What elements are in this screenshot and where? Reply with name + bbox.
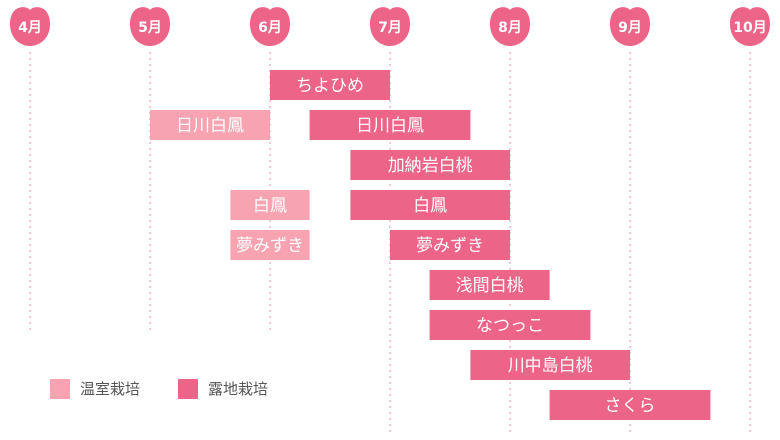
month-label: 5月 [138,20,162,36]
month-badge: 10月 [730,7,770,46]
month-badge: 6月 [250,7,290,46]
harvest-bar-rect [230,190,310,220]
legend-swatch-greenhouse [50,378,70,399]
month-badge: 5月 [130,7,170,46]
legend: 温室栽培 露地栽培 [50,378,268,399]
legend-label-greenhouse: 温室栽培 [80,380,141,398]
harvest-bar-rect [390,230,510,260]
month-badges: 4月 5月 6月 7月 8月 9月 10月 [10,7,770,46]
harvest-bar-field: さくら [549,390,711,420]
harvest-bar-rect [549,390,711,420]
harvest-bar-field: 川中島白桃 [470,350,630,380]
harvest-bar-greenhouse: 白鳳 [230,190,310,220]
harvest-bar-field: なつっこ [429,310,591,340]
harvest-bar-rect [230,230,310,260]
harvest-bar-label: 夢みずき [236,236,304,256]
harvest-bar-greenhouse: 夢みずき [230,230,310,260]
month-label: 9月 [618,20,642,36]
harvest-bar-rect [270,70,390,100]
legend-item-greenhouse: 温室栽培 [50,378,140,399]
peach-badge-shape [730,7,770,46]
month-badge: 8月 [490,7,530,46]
harvest-bar-label: 川中島白桃 [508,356,593,376]
month-label: 4月 [18,20,42,36]
harvest-bar-label: ちよひめ [296,76,364,96]
peach-badge-shape [370,7,410,46]
month-label: 6月 [258,20,282,36]
legend-swatch-field [178,378,199,399]
legend-label-field: 露地栽培 [208,380,269,398]
peach-badge-shape [490,7,530,46]
harvest-bar-field: 夢みずき [390,230,510,260]
month-badge: 4月 [10,7,50,46]
month-label: 8月 [498,20,522,36]
harvest-bar-field: 日川白鳳 [309,110,471,140]
month-label: 7月 [378,20,402,36]
harvest-bar-label: 白鳳 [253,196,287,216]
harvest-bar-label: 加納岩白桃 [388,156,473,176]
month-badge: 7月 [370,7,410,46]
legend-item-field: 露地栽培 [178,378,268,399]
harvest-bar-label: 白鳳 [413,196,447,216]
harvest-bar-rect [150,110,270,140]
harvest-bar-label: 日川白鳳 [176,116,244,136]
harvest-bar-field: ちよひめ [270,70,390,100]
harvest-bar-rect [470,350,630,380]
harvest-bar-field: 加納岩白桃 [350,150,510,180]
harvest-bar-label: なつっこ [476,316,544,336]
harvest-bar-greenhouse: 日川白鳳 [150,110,270,140]
peach-badge-shape [250,7,290,46]
harvest-bar-rect [309,110,471,140]
peach-badge-shape [130,7,170,46]
harvest-bar-field: 浅間白桃 [429,270,550,300]
harvest-bar-label: 日川白鳳 [356,116,424,136]
peach-badge-shape [610,7,650,46]
peach-badge-shape [10,7,50,46]
harvest-bar-label: 浅間白桃 [456,276,524,296]
month-badge: 9月 [610,7,650,46]
harvest-bar-label: 夢みずき [416,236,484,256]
harvest-bar-rect [429,270,550,300]
month-label: 10月 [733,20,766,36]
harvest-bar-rect [350,150,510,180]
harvest-bar-rect [350,190,510,220]
harvest-bar-rect [429,310,591,340]
harvest-bar-field: 白鳳 [350,190,510,220]
harvest-bar-label: さくら [605,396,656,416]
